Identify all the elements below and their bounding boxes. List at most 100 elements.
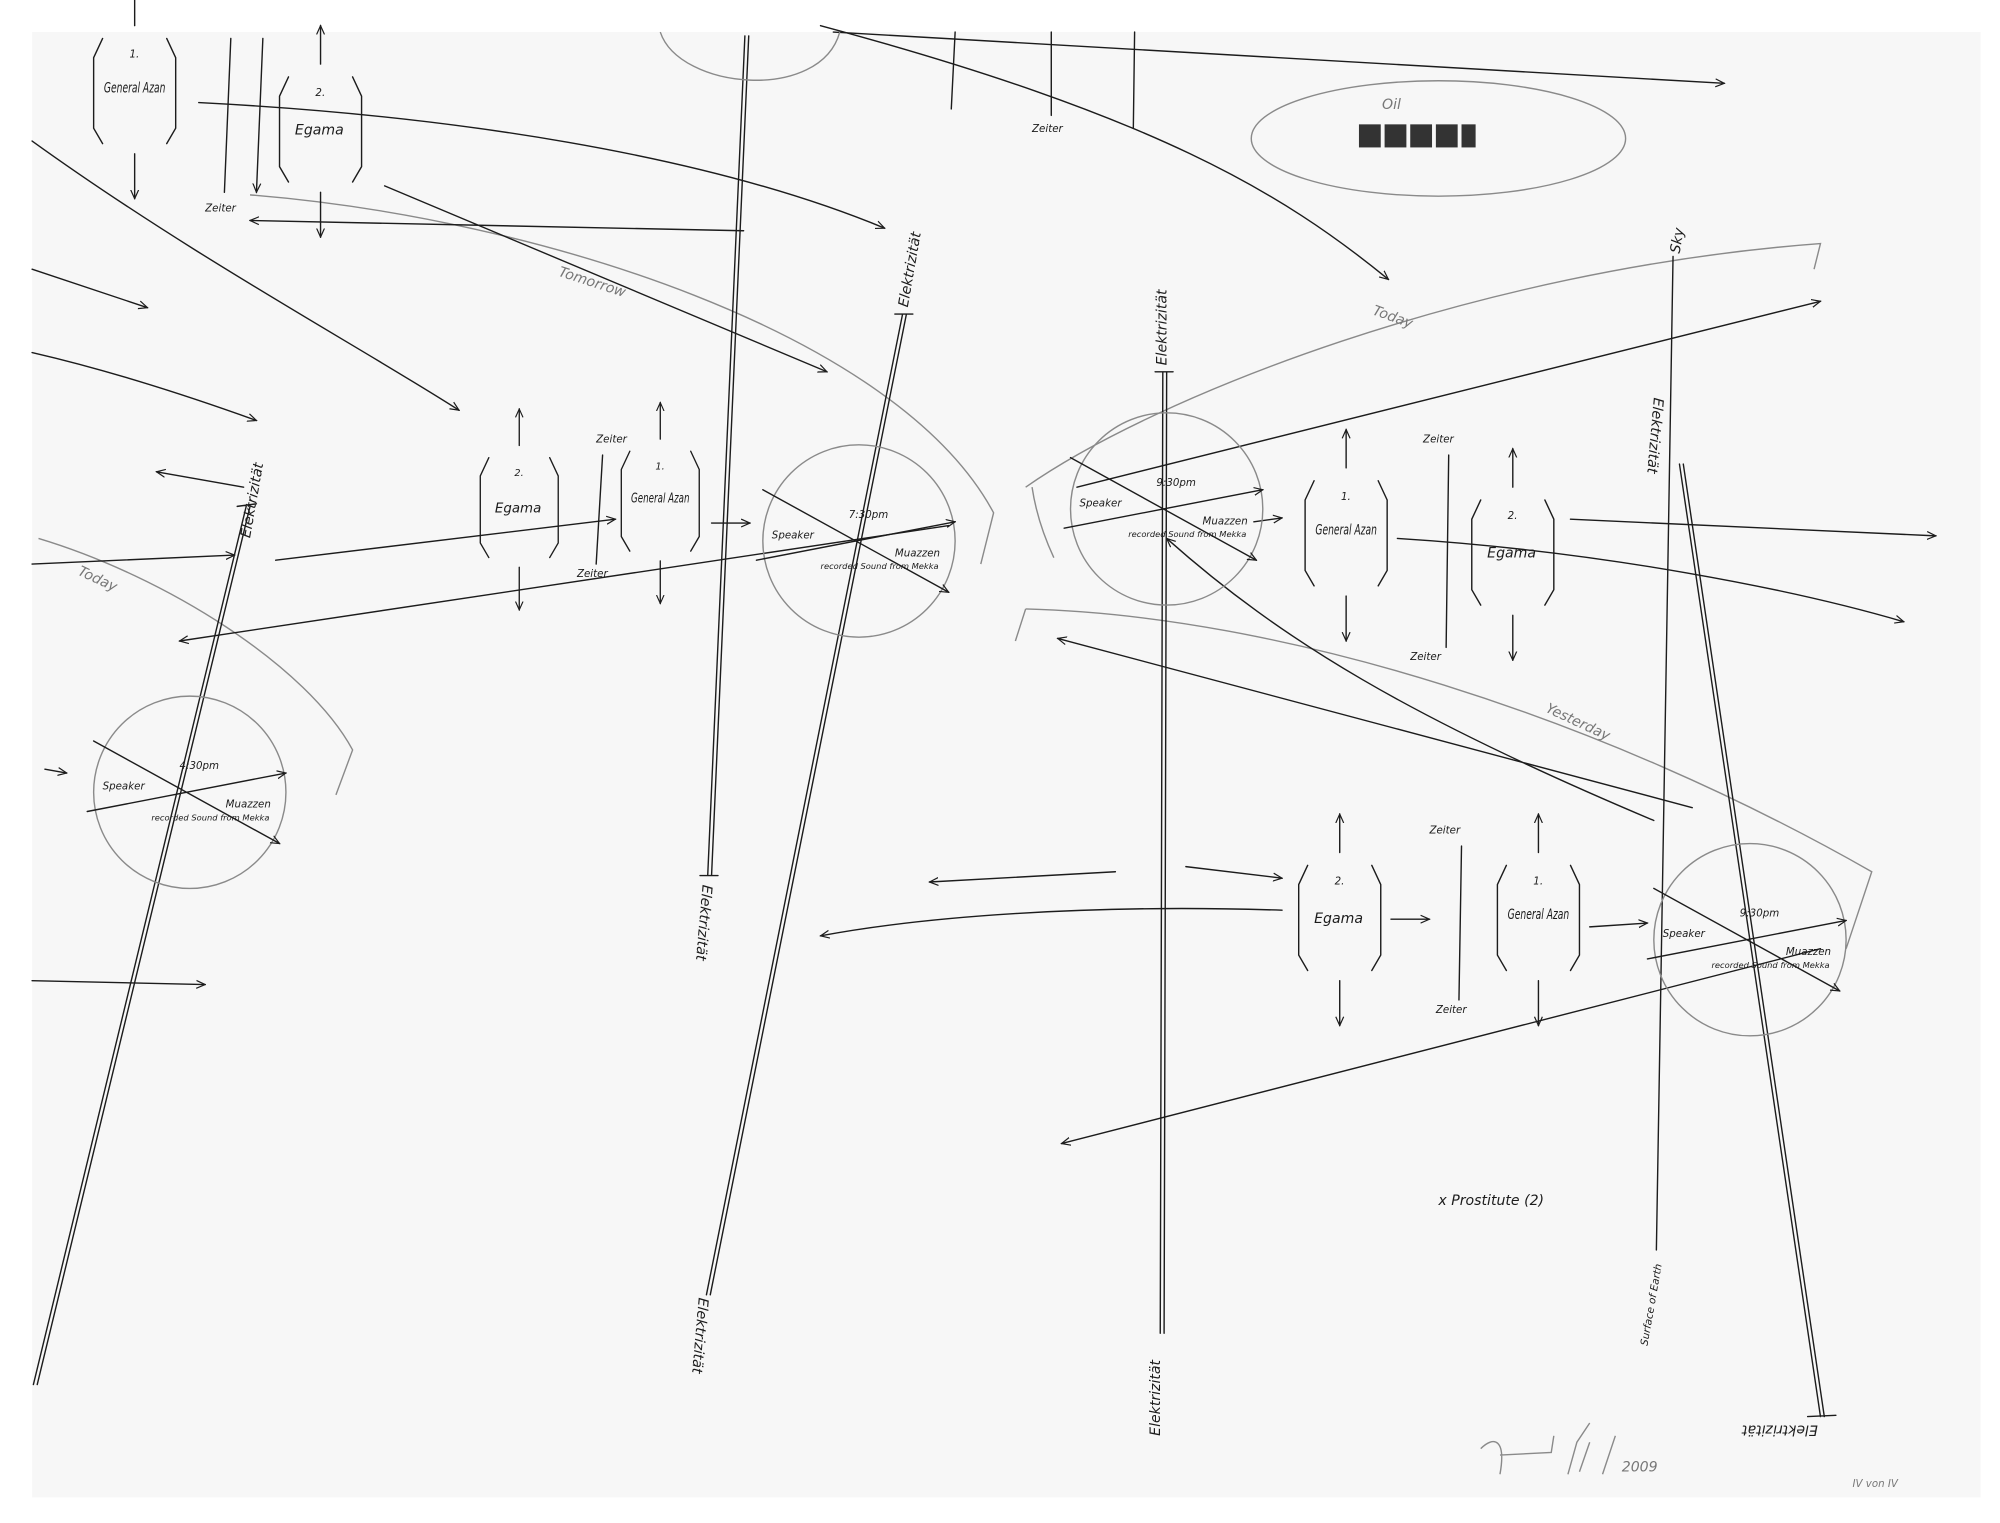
speaker-label: Speaker [103,781,146,793]
node-label: Egama [295,123,344,139]
time-label: 4:30pm [180,760,220,772]
signature: 2009 [1480,1422,1658,1476]
electricity-label-7: Elektrizität [1643,397,1666,474]
recorded-label: recorded Sound from Mekka [151,812,269,822]
speaker-label: Speaker [1079,497,1122,509]
sky-label: Sky [1668,226,1688,254]
node-number: 2. [315,87,325,99]
edition-number: IV von IV [1853,1478,1899,1490]
egama-node: 2. Egama [479,409,559,610]
bracket [620,450,700,552]
muazzen-label: Muazzen [226,799,271,811]
time-label: 9:30pm [1740,908,1780,920]
node-label: Egama [495,501,541,516]
zeiter-line [1458,845,1463,1001]
node-label: Egama [1487,546,1536,562]
circle-outline [92,695,287,890]
paper-sheet [32,32,1981,1498]
electricity-label-4: Elektrizität [688,1297,711,1374]
node-number: 1. [130,49,140,61]
muazzen-label: Muazzen [1786,946,1831,958]
zeiter-label: Zeiter [595,433,628,445]
oil-block [1384,124,1407,148]
muazzen-label: Muazzen [895,547,940,559]
circle-outline [1653,842,1847,1037]
signature-year: 2009 [1622,1460,1658,1476]
bracket [1496,864,1581,972]
electricity-label-6: Elektrizität [1148,1359,1164,1435]
oil-label: Oil [1382,97,1401,113]
oil-block [1410,124,1433,148]
oil-oval: Oil [1250,80,1627,197]
oil-block [1435,124,1458,148]
node-number: 2. [514,468,523,479]
node-number: 1. [655,462,664,473]
egama-node: 2. Egama [1297,814,1382,1026]
node-number: 2. [1508,510,1518,522]
time-label: 9:30pm [1156,477,1196,489]
zeiter-label: Zeiter [1422,433,1455,445]
bracket [1304,480,1388,587]
yesterday-arc [1025,608,1873,949]
node-label: General Azan [631,491,689,506]
electricity-label-2: Elektrizität [692,884,715,961]
general-azan-node: 1. General Azan [1304,429,1388,641]
zeiter-label: Zeiter [1031,123,1064,135]
general-azan-node: 1. General Azan [620,403,700,604]
zeiter-label: Zeiter [576,568,609,580]
node-units: 1. General Azan 2. Egama 2. Egama 1. General Az… [92,0,1581,1026]
oil-block [1358,124,1381,148]
recorded-label: recorded Sound from Mekka [821,561,939,571]
prostitute-note: x Prostitute (2) [1437,1193,1544,1209]
recorded-label: recorded Sound from Mekka [1712,960,1830,970]
node-label: General Azan [1315,523,1377,539]
recorded-label: recorded Sound from Mekka [1128,529,1246,539]
bracket [1297,864,1382,972]
oil-block [1461,124,1476,148]
cross-line [1063,490,1263,529]
circle-outline [762,444,956,638]
zeiter-label: Zeiter [1435,1004,1468,1016]
zeiter-line [1445,454,1450,649]
time-label: 7:30pm [849,509,889,521]
node-number: 1. [1533,876,1543,888]
electricity-label-5: Elektrizität [1155,289,1171,365]
node-label: General Azan [104,80,166,96]
bracket [479,456,559,559]
cross-line [755,522,955,561]
node-number: 2. [1335,876,1345,888]
egama-node: 2. Egama [1471,449,1555,661]
speaker-label: Speaker [1663,928,1706,940]
muazzen-label: Muazzen [1203,515,1248,527]
cross-line [1646,920,1846,960]
electricity-poles [32,31,1837,1418]
zeiter-label: Zeiter [204,203,237,215]
today-arc-right-end [1031,487,1055,558]
zeiter-label: Zeiter [1409,651,1442,663]
tomorrow-arc [249,194,995,565]
bracket [1471,499,1555,606]
node-label: General Azan [1508,907,1570,923]
general-azan-node: 1. General Azan [92,0,177,199]
bracket [278,76,363,183]
yesterday-arc-end [1014,608,1027,642]
zeiter-line [595,454,604,565]
arrows [31,24,1936,1144]
electricity-label-8: Elektrizität [1742,1422,1818,1438]
partial-circle [659,31,841,81]
node-number: 1. [1341,491,1351,503]
zeiter-label: Zeiter [1428,824,1461,836]
egama-node: 2. Egama [278,26,363,238]
general-azan-node: 1. General Azan [1496,814,1581,1026]
cross-line [86,773,286,813]
bracket [92,37,177,145]
node-label: Egama [1314,911,1363,927]
oil-blocks [1358,124,1476,148]
circle-outline [1069,412,1264,606]
speaker-label: Speaker [772,529,815,541]
